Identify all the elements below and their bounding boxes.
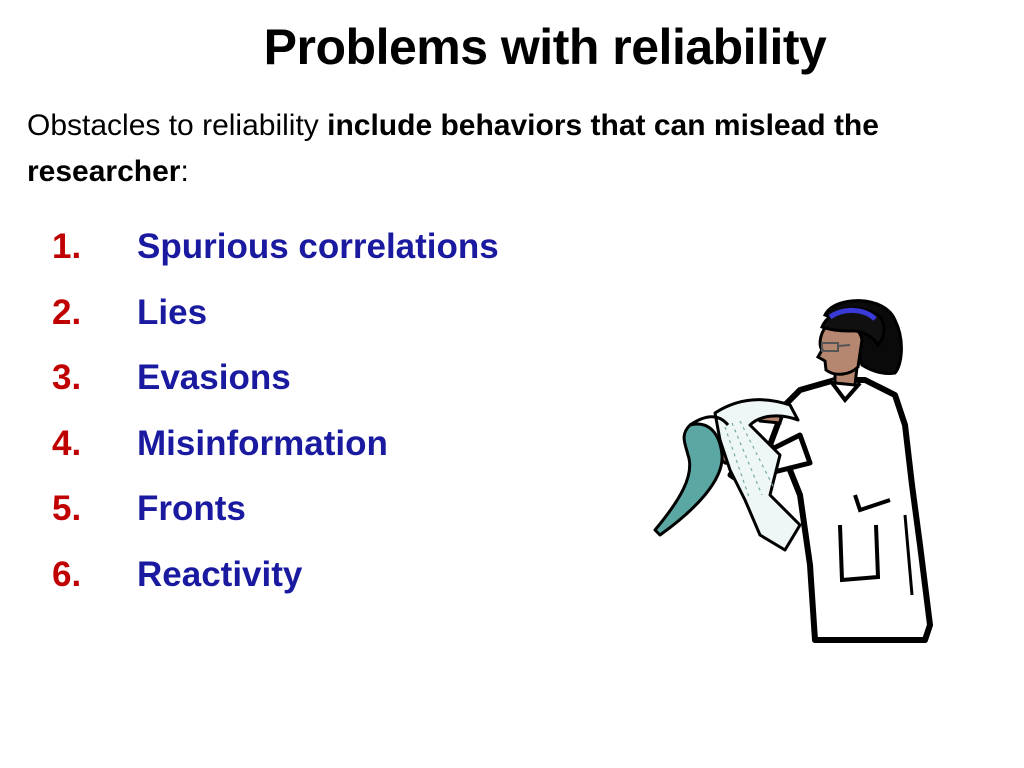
list-number: 6.: [52, 554, 82, 594]
list-item: 2. Lies: [0, 288, 600, 354]
list-item: 4. Misinformation: [0, 419, 600, 485]
list-text: Fronts: [137, 489, 246, 528]
intro-end: :: [180, 155, 189, 188]
obstacle-list: 1. Spurious correlations 2. Lies 3. Evas…: [0, 222, 600, 615]
intro-plain: Obstacles to reliability: [27, 109, 328, 142]
list-item: 5. Fronts: [0, 484, 600, 550]
intro-bold: include behaviors that can mislead the r…: [27, 109, 879, 188]
slide-title: Problems with reliability: [263, 19, 827, 75]
list-text: Lies: [137, 292, 208, 332]
list-text: Spurious correlations: [137, 227, 499, 266]
list-number: 5.: [52, 489, 82, 528]
intro-text: Obstacles to reliability include behavio…: [27, 103, 987, 195]
list-text: Reactivity: [137, 554, 303, 594]
list-item: 1. Spurious correlations: [0, 222, 600, 288]
list-item: 3. Evasions: [0, 353, 600, 419]
list-number: 2.: [52, 292, 82, 332]
list-item: 6. Reactivity: [0, 550, 600, 616]
list-text: Evasions: [137, 358, 291, 397]
scientist-reading-printout-icon: [653, 299, 933, 643]
list-text: Misinformation: [137, 423, 388, 463]
list-number: 1.: [52, 227, 82, 266]
list-number: 4.: [52, 423, 82, 463]
list-number: 3.: [52, 358, 82, 397]
